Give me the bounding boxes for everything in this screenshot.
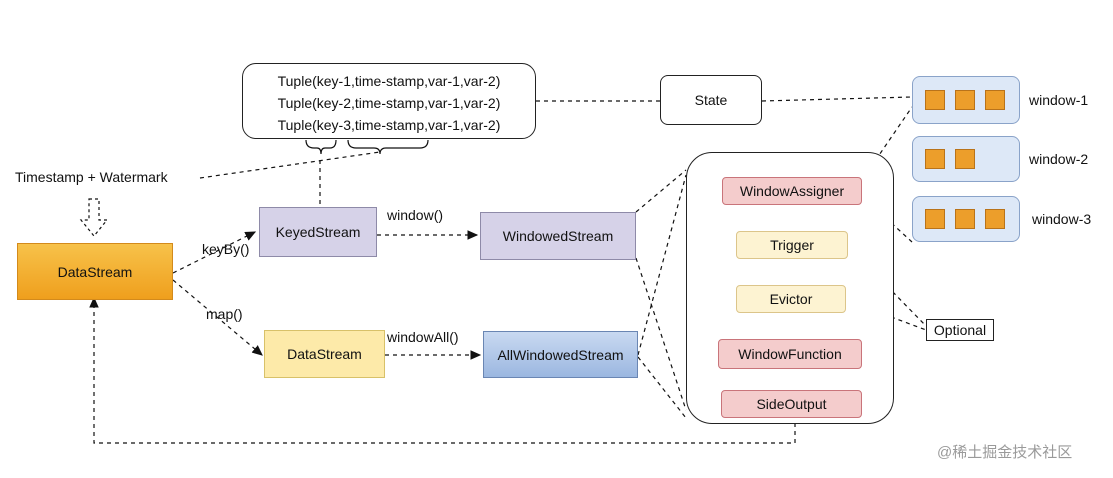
tuple-line-3: Tuple(key-3,time-stamp,var-1,var-2) — [277, 117, 501, 133]
keyby-label: keyBy() — [202, 241, 250, 257]
allwindowedstream-node: AllWindowedStream — [483, 331, 638, 378]
source-watermark: @稀土掘金技术社区 — [937, 444, 1073, 461]
window-3-item — [955, 209, 975, 229]
window-assigner-node: WindowAssigner — [722, 177, 862, 205]
window-2-item — [925, 149, 945, 169]
window-2-box — [912, 136, 1020, 182]
window-label: window() — [387, 207, 444, 223]
timestamp-watermark-label: Timestamp + Watermark — [15, 169, 168, 185]
timestamp-brace — [347, 139, 429, 155]
windowed-to-container-bottom — [635, 257, 687, 411]
window-1-label: window-1 — [1029, 92, 1089, 108]
map-label: map() — [206, 306, 243, 322]
side-output-node: SideOutput — [721, 390, 862, 418]
tuple-line-2: Tuple(key-2,time-stamp,var-1,var-2) — [277, 95, 501, 111]
trigger-node: Trigger — [736, 231, 848, 259]
optional-label-box: Optional — [926, 319, 994, 341]
keyedstream-node: KeyedStream — [259, 207, 377, 257]
window-3-label: window-3 — [1032, 211, 1092, 227]
allwindowed-to-container-bottom — [637, 356, 687, 419]
timestamp-down-arrow — [79, 198, 109, 237]
state-node: State — [660, 75, 762, 125]
key-brace — [305, 139, 337, 155]
datastream-node: DataStream — [17, 243, 173, 300]
windowedstream-node: WindowedStream — [480, 212, 636, 260]
window-1-item — [985, 90, 1005, 110]
datastream-secondary-node: DataStream — [264, 330, 385, 378]
assigner-to-window1-line — [861, 106, 913, 181]
window-2-label: window-2 — [1029, 151, 1089, 167]
allwindowed-to-container-top — [637, 174, 687, 356]
feedback-arrow — [89, 296, 796, 444]
evictor-node: Evictor — [736, 285, 846, 313]
map-arrow — [172, 279, 263, 356]
timestamp-to-tuples-line — [199, 151, 381, 179]
window-3-box — [912, 196, 1020, 242]
window-function-node: WindowFunction — [718, 339, 862, 369]
windowed-to-container-top — [635, 169, 687, 213]
tuple-list-box: Tuple(key-1,time-stamp,var-1,var-2) Tupl… — [242, 63, 536, 139]
state-to-window1-line — [761, 96, 913, 102]
window-2-item — [955, 149, 975, 169]
window-1-item — [925, 90, 945, 110]
window-1-item — [955, 90, 975, 110]
window-3-item — [985, 209, 1005, 229]
tuple-line-1: Tuple(key-1,time-stamp,var-1,var-2) — [277, 73, 501, 89]
window-1-box — [912, 76, 1020, 124]
windowall-label: windowAll() — [387, 329, 459, 345]
window-3-item — [925, 209, 945, 229]
